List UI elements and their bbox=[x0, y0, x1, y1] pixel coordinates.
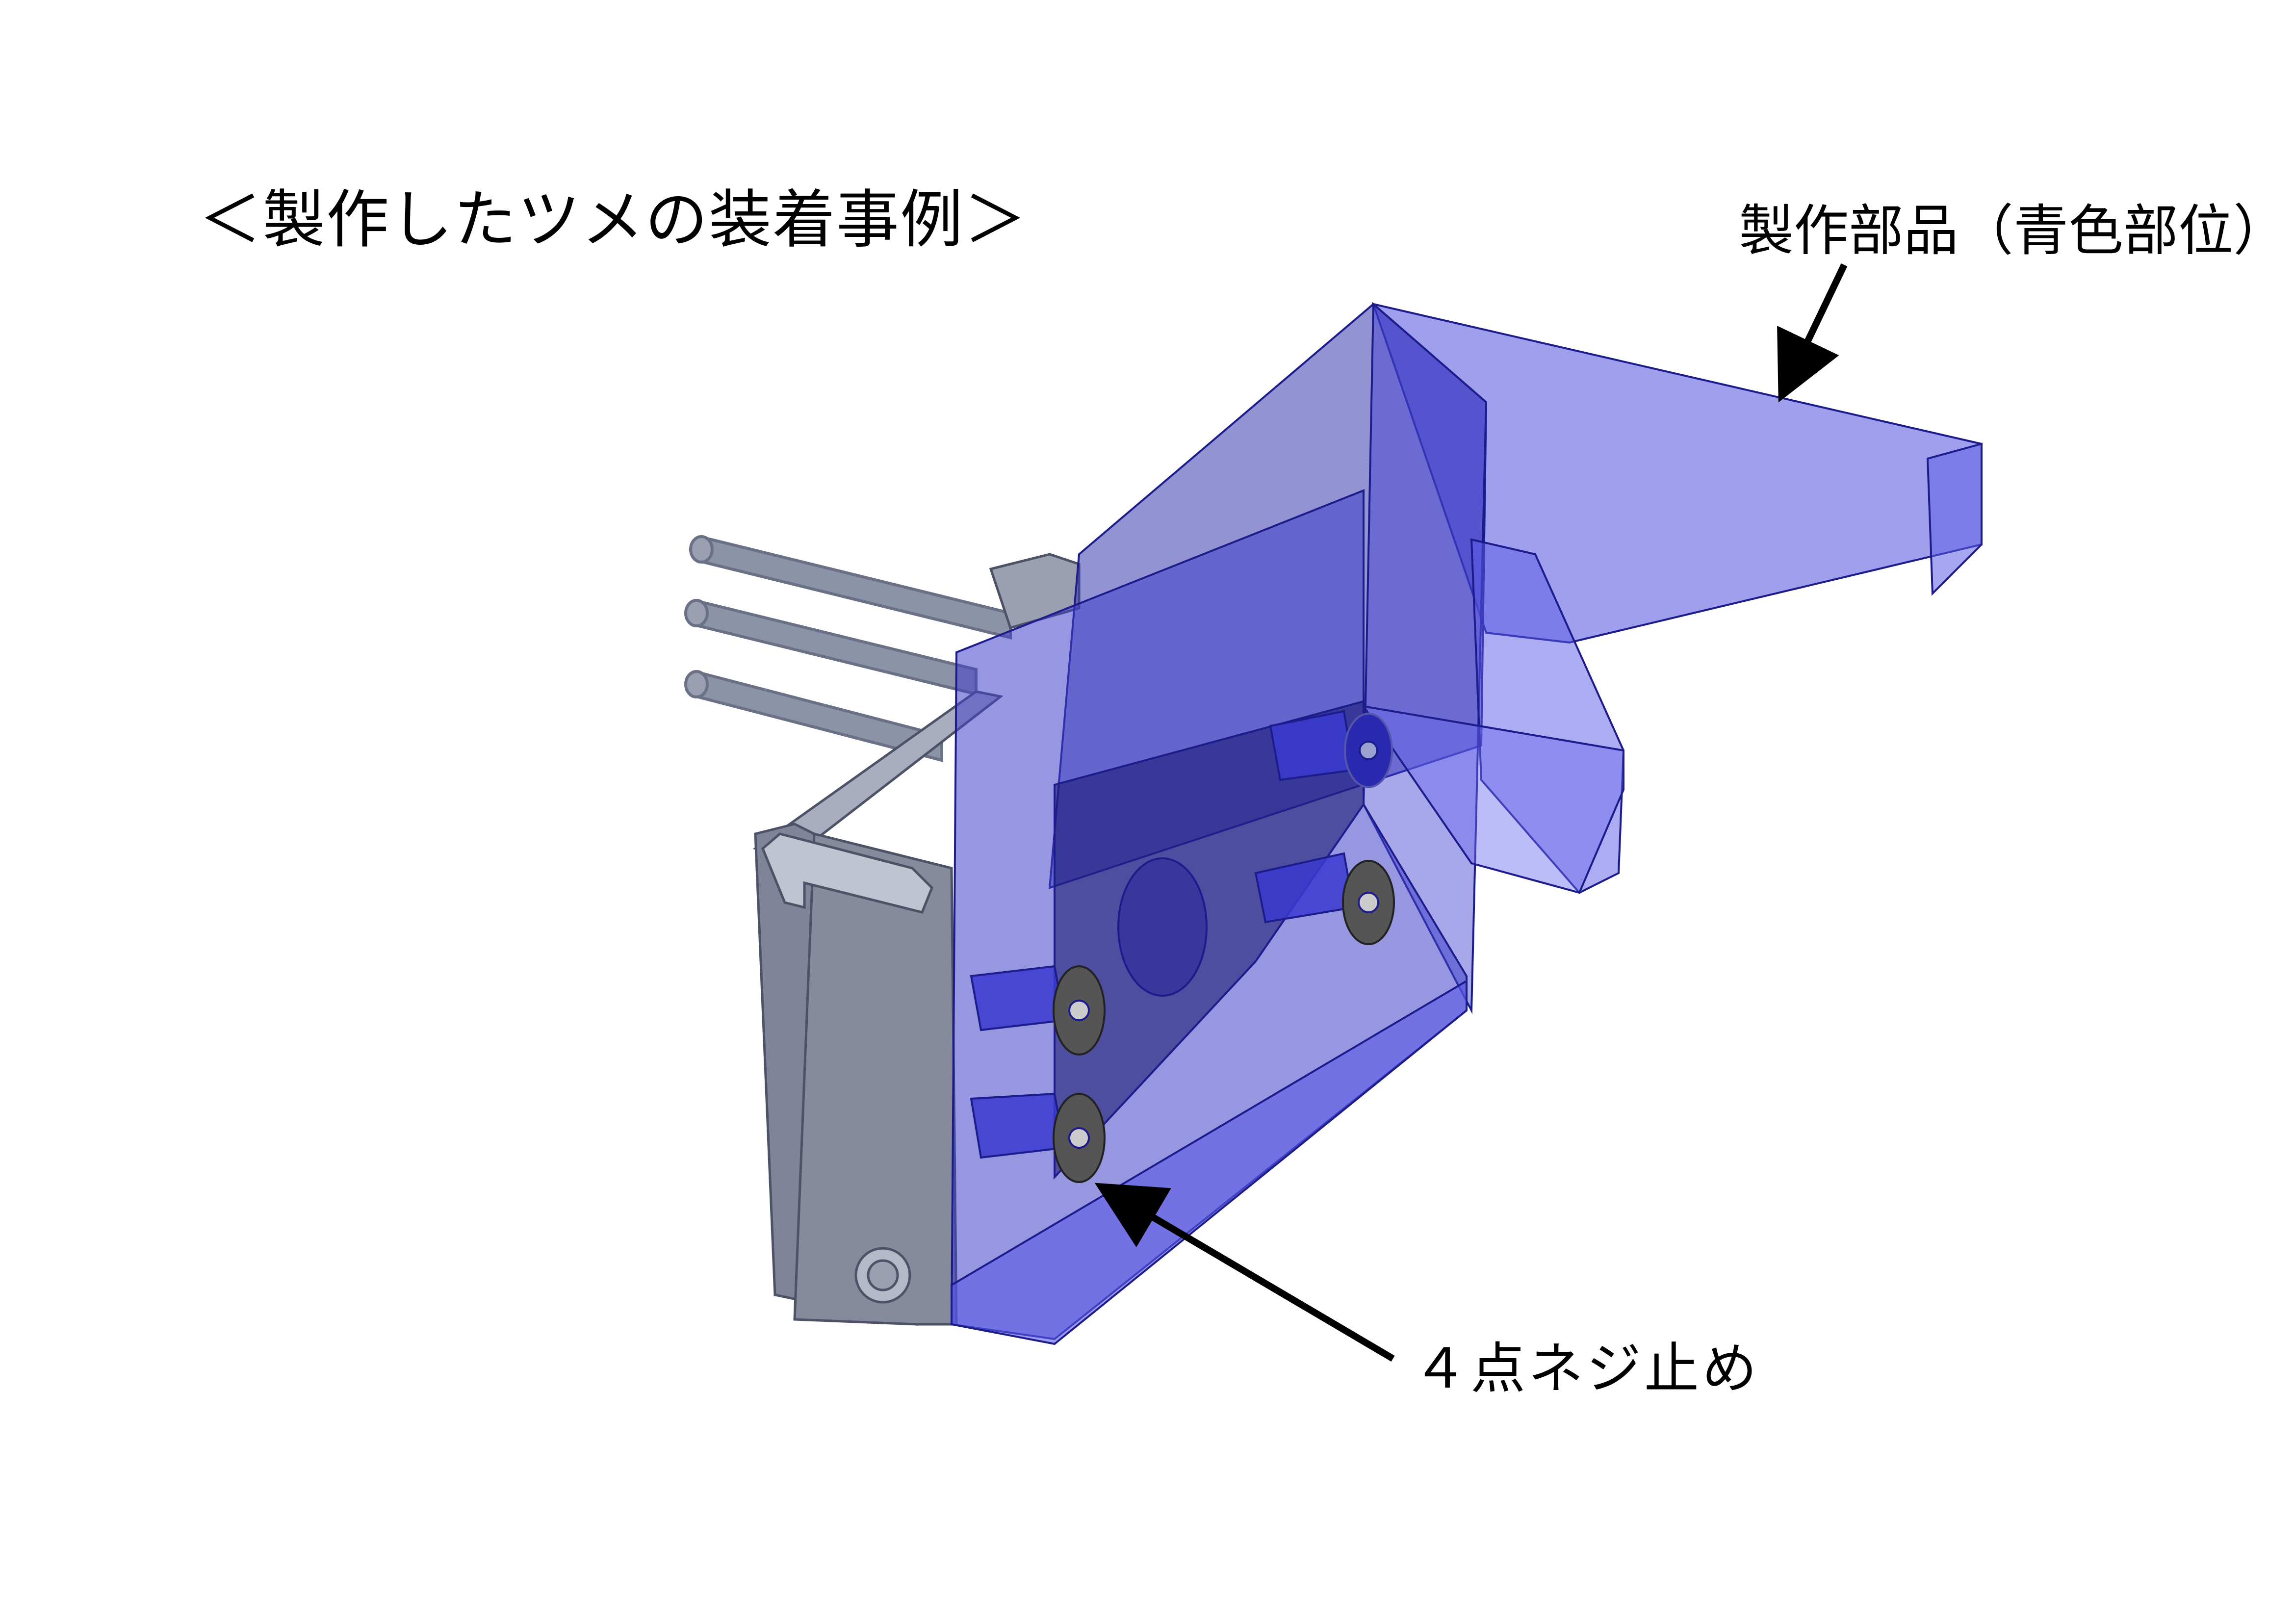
screw-2 bbox=[1254, 852, 1395, 945]
gripper-body bbox=[753, 553, 1081, 1326]
screw-4 bbox=[970, 1092, 1106, 1183]
diagram-title: ＜製作したツメの装着事例＞ bbox=[199, 183, 1028, 257]
part-lower-ledge bbox=[1361, 705, 1624, 894]
part-hook bbox=[1470, 538, 1625, 894]
part-arm-end bbox=[1926, 442, 1983, 596]
gripper-channel bbox=[761, 832, 933, 914]
part-annotation: 製作部品（青色部位） bbox=[1739, 199, 2288, 263]
part-bore-hole bbox=[1117, 857, 1208, 997]
part-side-wall bbox=[1362, 302, 1488, 1014]
mounting-screws bbox=[970, 710, 1395, 1183]
screw-annotation: ４点ネジ止め bbox=[1413, 1337, 1760, 1401]
screw-leader-arrow bbox=[1094, 1183, 1395, 1362]
screw-3 bbox=[970, 965, 1106, 1056]
part-bottom-lip bbox=[951, 979, 1468, 1345]
screw-1 bbox=[1269, 710, 1393, 788]
gripper-front-face bbox=[793, 832, 958, 1326]
part-leader-arrow bbox=[1777, 263, 1848, 403]
fabricated-part bbox=[950, 302, 1983, 1345]
guide-rods bbox=[684, 535, 1012, 762]
